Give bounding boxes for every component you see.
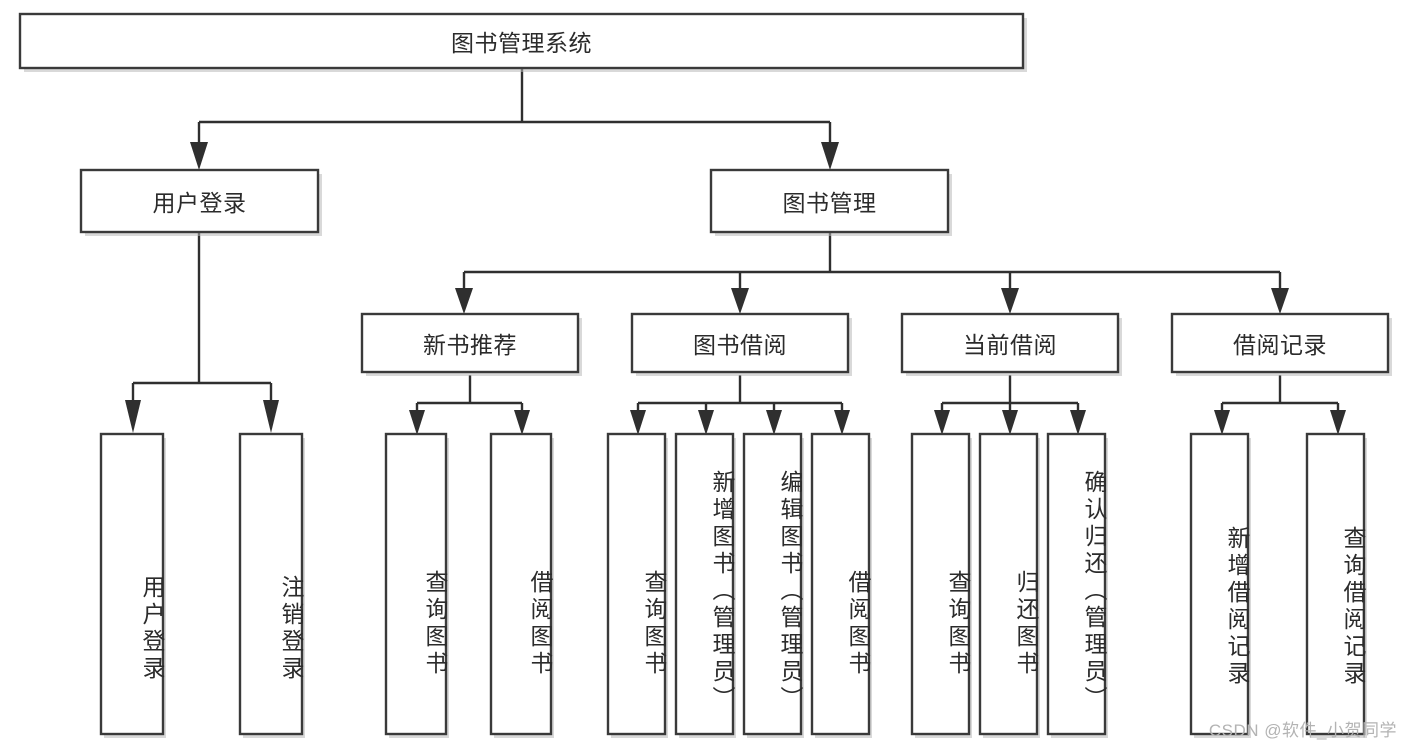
node-book-manage[interactable] — [709, 168, 952, 236]
node-book-borrow[interactable] — [630, 312, 852, 376]
arrowhead-current-borrow — [1001, 288, 1019, 314]
arrowhead-leaf-edit-book — [766, 410, 782, 435]
leaf-confirm-return-box[interactable] — [1046, 432, 1107, 736]
node-leaf-add-record[interactable] — [1189, 432, 1251, 738]
leaf-borrow-book-1-box[interactable] — [489, 432, 553, 736]
arrowhead-leaf-query-book-1 — [409, 410, 425, 435]
leaf-query-record-box[interactable] — [1305, 432, 1366, 736]
leaf-add-record-box[interactable] — [1189, 432, 1250, 736]
node-new-book-recommend[interactable] — [360, 312, 582, 376]
arrowhead-book-borrow — [731, 288, 749, 314]
node-leaf-borrow-book-1[interactable] — [489, 432, 554, 738]
node-leaf-query-book-3[interactable] — [910, 432, 972, 738]
connector-group-user-login — [125, 232, 279, 433]
connector-group-new-book-recommend — [409, 375, 530, 435]
leaf-logout-login-box[interactable] — [238, 432, 304, 736]
node-leaf-user-login[interactable] — [99, 432, 166, 738]
arrowhead-leaf-query-record — [1330, 410, 1346, 435]
arrowhead-leaf-query-book-2 — [630, 410, 646, 435]
arrowhead-user-login — [190, 142, 208, 170]
arrowhead-leaf-logout-login — [263, 400, 279, 433]
leaf-user-login-box[interactable] — [99, 432, 165, 736]
book-borrow-box[interactable] — [630, 312, 850, 374]
arrowhead-leaf-confirm-return — [1070, 410, 1086, 435]
node-leaf-query-book-2[interactable] — [606, 432, 668, 738]
arrowhead-leaf-add-book — [698, 410, 714, 435]
borrow-record-box[interactable] — [1170, 312, 1390, 374]
connector-group-book-borrow — [630, 375, 850, 435]
connector-group-book-manage — [455, 232, 1289, 314]
leaf-query-book-3-box[interactable] — [910, 432, 971, 736]
arrowhead-leaf-query-book-3 — [934, 410, 950, 435]
node-user-login[interactable] — [79, 168, 322, 236]
node-leaf-borrow-book-2[interactable] — [810, 432, 872, 738]
node-leaf-confirm-return[interactable] — [1046, 432, 1108, 738]
arrowhead-leaf-add-record — [1214, 410, 1230, 435]
node-leaf-logout-login[interactable] — [238, 432, 305, 738]
node-leaf-add-book[interactable] — [674, 432, 736, 738]
arrowhead-leaf-return-book — [1002, 410, 1018, 435]
arrowhead-leaf-borrow-book-2 — [834, 410, 850, 435]
leaf-add-book-box[interactable] — [674, 432, 735, 736]
leaf-borrow-book-2-box[interactable] — [810, 432, 871, 736]
node-leaf-edit-book[interactable] — [742, 432, 804, 738]
arrowhead-new-book-recommend — [455, 288, 473, 314]
connector-group-current-borrow — [934, 375, 1086, 435]
node-root[interactable] — [18, 12, 1027, 72]
leaf-return-book-box[interactable] — [978, 432, 1039, 736]
leaf-query-book-2-box[interactable] — [606, 432, 667, 736]
root-box[interactable] — [18, 12, 1025, 70]
user-login-box[interactable] — [79, 168, 320, 234]
leaf-query-book-1-box[interactable] — [384, 432, 448, 736]
new-book-recommend-box[interactable] — [360, 312, 580, 374]
book-manage-box[interactable] — [709, 168, 950, 234]
arrowhead-leaf-user-login — [125, 400, 141, 433]
arrowhead-leaf-borrow-book-1 — [514, 410, 530, 435]
node-leaf-query-book-1[interactable] — [384, 432, 449, 738]
node-leaf-return-book[interactable] — [978, 432, 1040, 738]
node-leaf-query-record[interactable] — [1305, 432, 1367, 738]
arrowhead-book-manage — [821, 142, 839, 170]
node-current-borrow[interactable] — [900, 312, 1122, 376]
current-borrow-box[interactable] — [900, 312, 1120, 374]
node-borrow-record[interactable] — [1170, 312, 1392, 376]
connector-group-root — [190, 68, 839, 170]
connector-group-borrow-record — [1214, 375, 1346, 435]
leaf-edit-book-box[interactable] — [742, 432, 803, 736]
arrowhead-borrow-record — [1271, 288, 1289, 314]
